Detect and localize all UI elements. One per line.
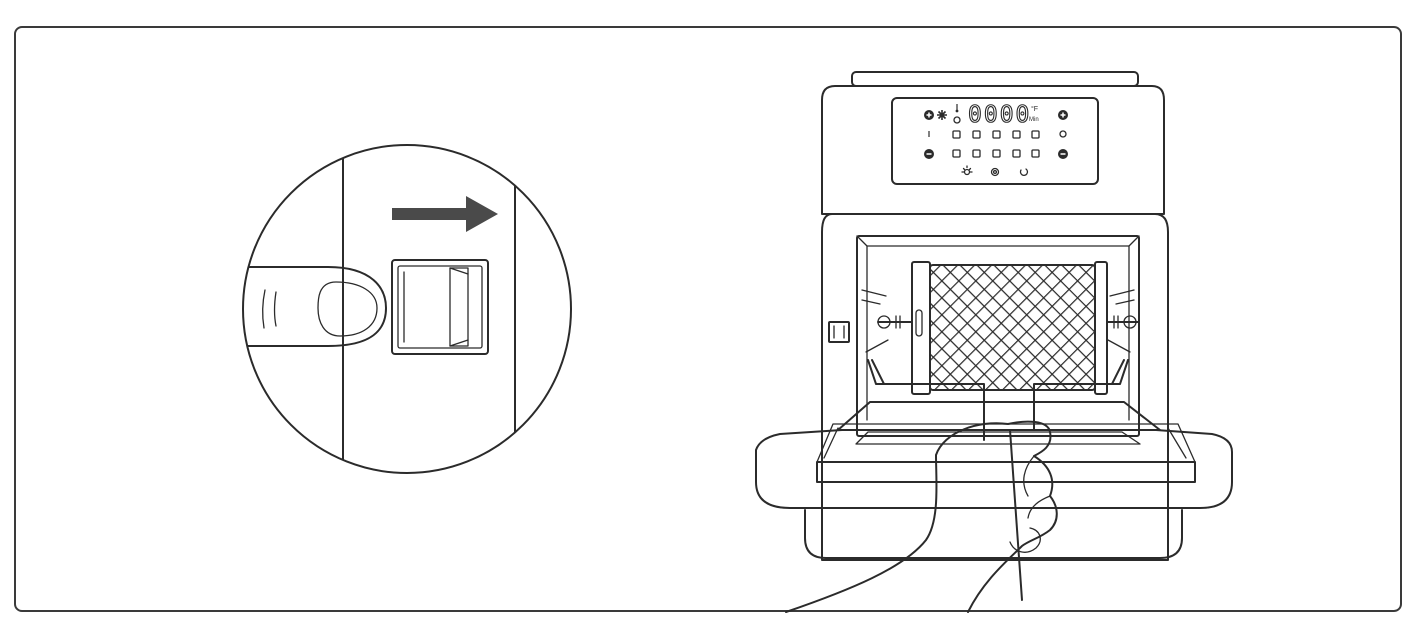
clock-icon bbox=[953, 116, 961, 124]
magnified-switch-detail bbox=[242, 144, 572, 474]
fan-icon bbox=[937, 110, 947, 120]
preset-9-icon[interactable] bbox=[1012, 149, 1021, 158]
preset-buttons-row-1 bbox=[952, 130, 1040, 139]
preset-5-icon[interactable] bbox=[1031, 130, 1040, 139]
basket-end-cap-left bbox=[911, 261, 931, 395]
preset-8-icon[interactable] bbox=[992, 149, 1001, 158]
preset-7-icon[interactable] bbox=[972, 149, 981, 158]
rotate-icon[interactable] bbox=[1019, 168, 1029, 176]
power-icon[interactable] bbox=[990, 167, 1000, 177]
hand-holding-tool bbox=[785, 420, 1058, 613]
preset-buttons-row-2 bbox=[952, 149, 1040, 158]
preset-6-icon[interactable] bbox=[952, 149, 961, 158]
timer-indicator-icon bbox=[1059, 130, 1067, 138]
air-fryer-oven: 0000 °F Min bbox=[755, 71, 1233, 613]
display-digits: 0000 bbox=[968, 102, 1031, 128]
basket-end-cap-right bbox=[1094, 261, 1108, 395]
preset-10-icon[interactable] bbox=[1031, 149, 1040, 158]
light-icon[interactable] bbox=[961, 165, 973, 176]
basket-mesh bbox=[930, 265, 1095, 390]
oven-base bbox=[804, 509, 1183, 559]
unit-time-label: Min bbox=[1029, 117, 1039, 123]
oven-side-switch[interactable] bbox=[828, 321, 850, 343]
rotisserie-basket bbox=[877, 261, 1139, 395]
control-panel-frame bbox=[891, 97, 1099, 185]
rotisserie-fetch-tool bbox=[867, 359, 1129, 441]
magnifier-circle bbox=[242, 144, 572, 474]
illustration-frame bbox=[14, 26, 1402, 612]
oven-cavity bbox=[856, 235, 1140, 437]
oven-upper-housing bbox=[821, 85, 1165, 215]
preset-3-icon[interactable] bbox=[992, 130, 1001, 139]
thermometer-icon bbox=[955, 104, 959, 113]
slide-right-arrow-icon bbox=[392, 196, 498, 232]
power-switch bbox=[391, 259, 489, 355]
preset-4-icon[interactable] bbox=[1012, 130, 1021, 139]
oven-lid bbox=[851, 71, 1139, 87]
unit-temp-label: °F bbox=[1031, 105, 1038, 113]
preset-2-icon[interactable] bbox=[972, 130, 981, 139]
preset-1-icon[interactable] bbox=[952, 130, 961, 139]
oven-body bbox=[821, 213, 1169, 561]
finger-pressing bbox=[243, 266, 387, 347]
control-panel: 0000 °F Min bbox=[891, 97, 1099, 185]
oven-door-open bbox=[755, 401, 1233, 509]
